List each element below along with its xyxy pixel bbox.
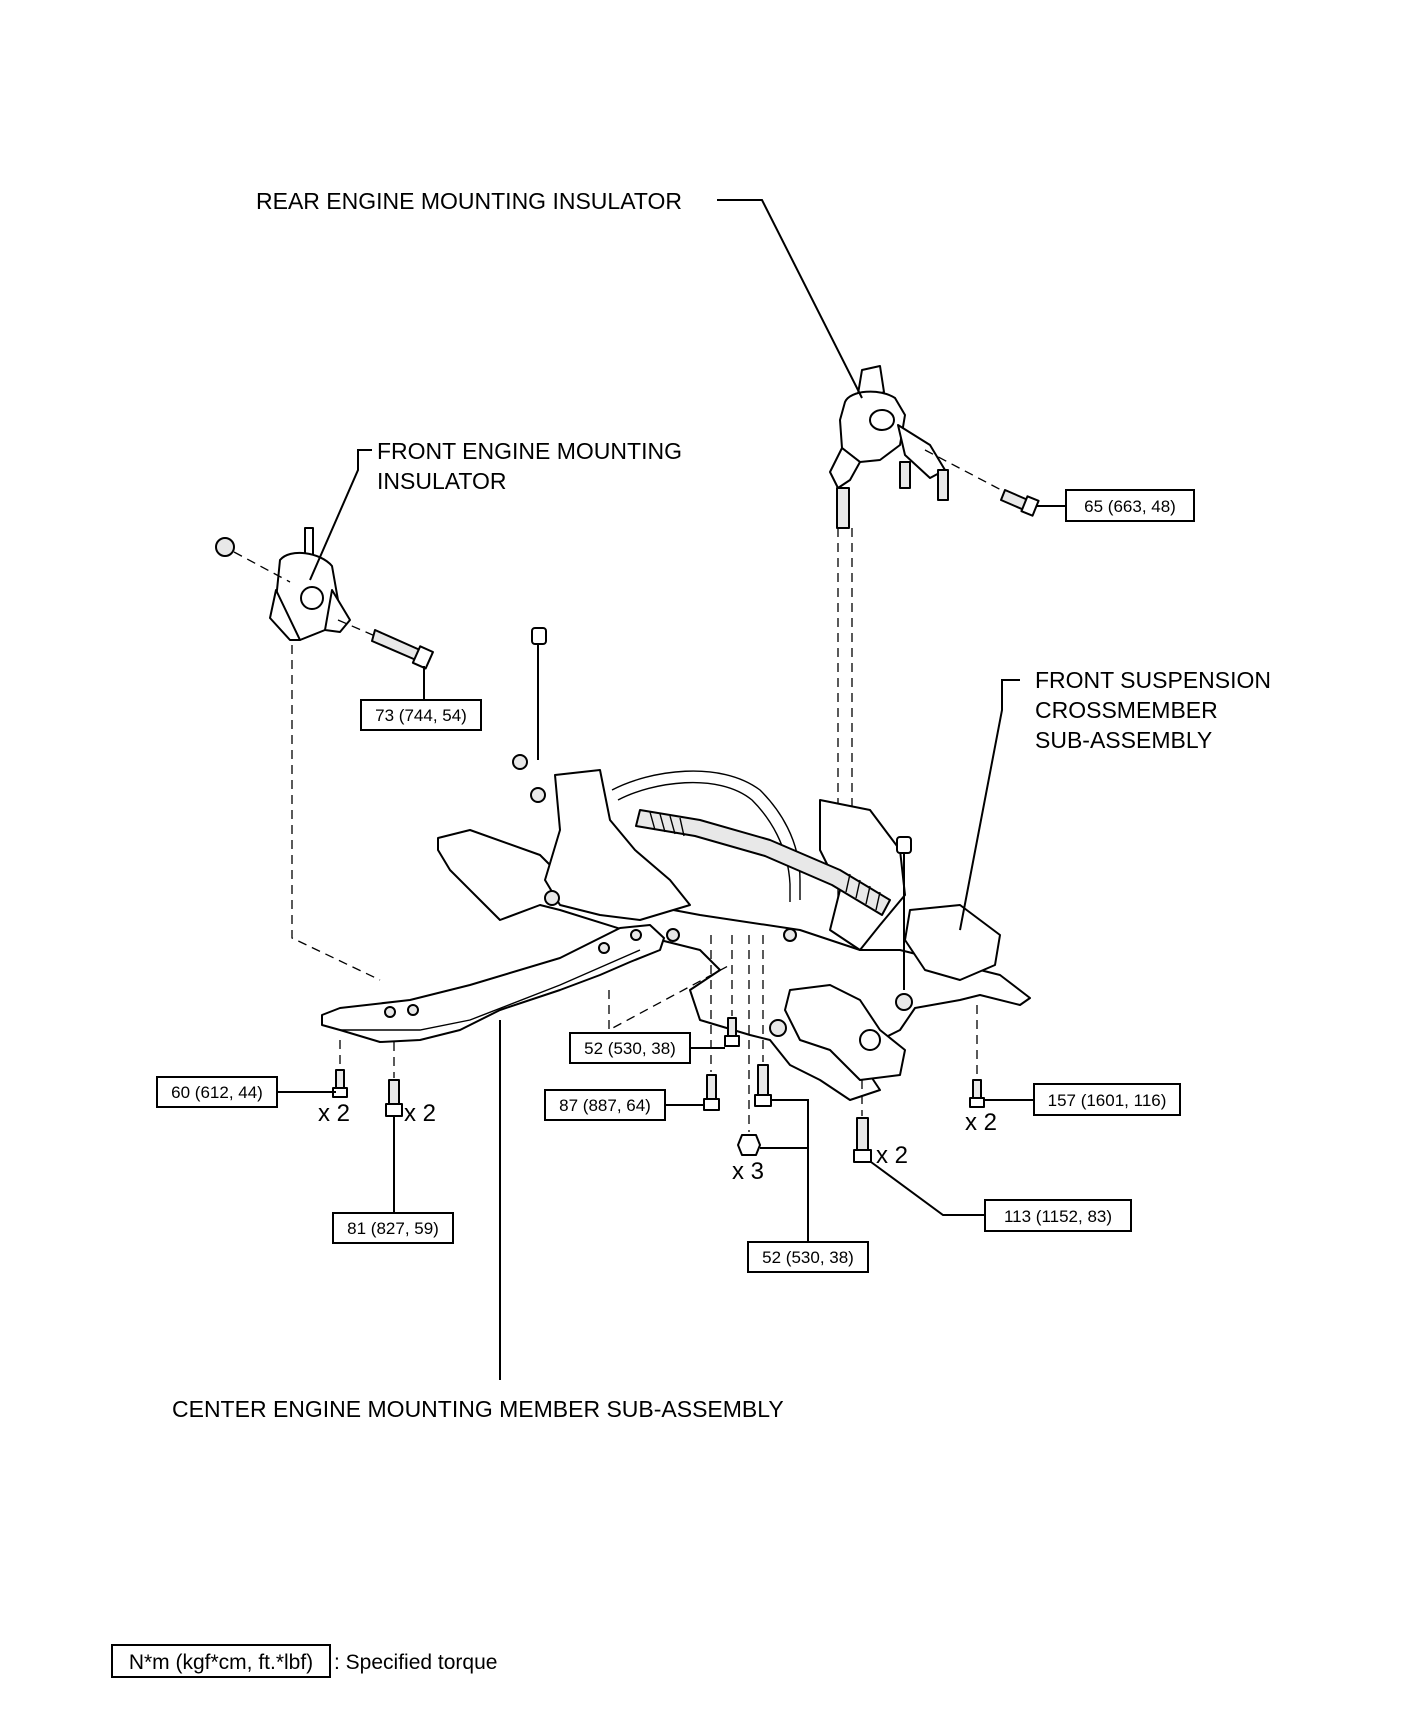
front-insulator-bolt [371,629,434,670]
rear-engine-mounting-insulator-part [829,365,949,529]
qty-bolt-60: x 2 [318,1100,350,1127]
label-front-engine-mounting-insulator-line1: FRONT ENGINE MOUNTING [377,438,682,464]
torque-box-60: 60 (612, 44) [156,1076,278,1108]
leader-t113 [870,1161,985,1216]
leader-front-insulator [309,449,372,581]
label-rear-engine-mounting-insulator: REAR ENGINE MOUNTING INSULATOR [256,188,682,214]
leader-t52b [771,1099,809,1242]
bolt-60 [332,1069,348,1098]
legend-unit-box: N*m (kgf*cm, ft.*lbf) [129,1651,313,1674]
bolt-113 [853,1117,872,1163]
label-crossmember-line3: SUB-ASSEMBLY [1035,727,1212,753]
svg-text:60 (612, 44): 60 (612, 44) [171,1083,263,1102]
bolt-157 [969,1079,985,1108]
svg-text:73 (744, 54): 73 (744, 54) [375,706,467,725]
leader-crossmember [959,679,1020,931]
torque-legend: N*m (kgf*cm, ft.*lbf) : Specified torque [111,1644,497,1678]
center-engine-mounting-member-part [321,924,665,1043]
label-front-engine-mounting-insulator-line2: INSULATOR [377,468,507,494]
nut-52 [737,1134,761,1156]
svg-text:52 (530, 38): 52 (530, 38) [762,1248,854,1267]
svg-text:65 (663, 48): 65 (663, 48) [1084,497,1176,516]
qty-nut-52: x 3 [732,1158,764,1185]
bolt-81 [385,1079,403,1117]
front-suspension-crossmember-part [437,627,1031,1101]
leader-rear-insulator [717,199,863,399]
qty-bolt-113: x 2 [876,1142,908,1169]
torque-box-87: 87 (887, 64) [544,1089,666,1121]
torque-box-52a: 52 (530, 38) [569,1032,691,1064]
svg-text:81 (827, 59): 81 (827, 59) [347,1219,439,1238]
bolt-52a [724,1017,740,1047]
front-engine-mounting-insulator-part [215,527,351,641]
torque-box-157: 157 (1601, 116) [1033,1083,1181,1116]
svg-text:157 (1601, 116): 157 (1601, 116) [1048,1091,1167,1110]
torque-box-81: 81 (827, 59) [332,1212,454,1244]
bolt-87 [703,1074,720,1111]
rear-insulator-bolt [1000,489,1040,517]
svg-text:87 (887, 64): 87 (887, 64) [559,1096,651,1115]
qty-bolt-157: x 2 [965,1109,997,1136]
torque-box-113: 113 (1152, 83) [984,1199,1132,1232]
torque-box-65: 65 (663, 48) [1065,489,1195,522]
svg-text:113 (1152, 83): 113 (1152, 83) [1004,1207,1112,1226]
bolt-52b [754,1064,772,1107]
svg-text:52 (530, 38): 52 (530, 38) [584,1039,676,1058]
torque-box-52b: 52 (530, 38) [747,1241,869,1273]
label-crossmember-line2: CROSSMEMBER [1035,697,1218,723]
qty-bolt-81: x 2 [404,1100,436,1127]
legend-text: : Specified torque [334,1651,497,1674]
torque-box-73: 73 (744, 54) [360,699,482,731]
label-center-engine-mounting-member: CENTER ENGINE MOUNTING MEMBER SUB-ASSEMB… [172,1396,784,1422]
label-crossmember-line1: FRONT SUSPENSION [1035,667,1271,693]
